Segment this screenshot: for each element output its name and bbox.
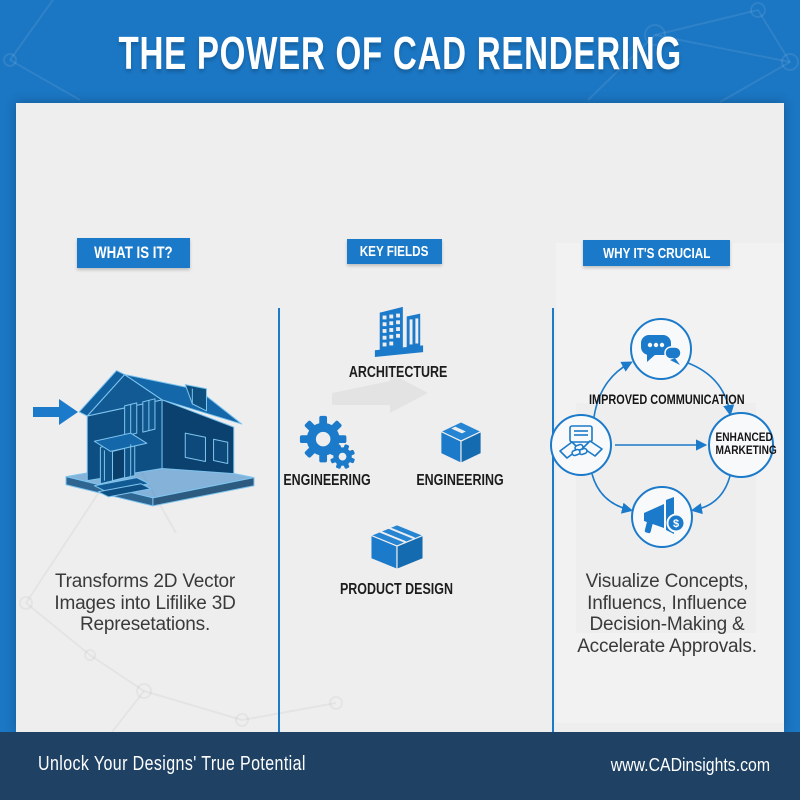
communication-node [630, 318, 692, 380]
engineering-label-2: ENGINEERING [416, 472, 504, 489]
footer-website: www.CADinsights.com [610, 755, 770, 775]
cycle-arrows [591, 361, 735, 515]
gears-icon [299, 415, 355, 469]
cube-icon [440, 421, 482, 464]
footer: Unlock Your Designs' True Potential www.… [0, 732, 800, 800]
megaphone-dollar-icon: $ [644, 497, 686, 534]
right-arrow-icon [33, 399, 78, 425]
handshake-document-icon [559, 425, 603, 459]
section-label-what-is-it: WHAT IS IT? [77, 238, 190, 268]
why-label-text: WHY IT'S CRUCIAL [602, 244, 711, 262]
engineering-label-1: ENGINEERING [283, 472, 371, 489]
building-icon [374, 306, 424, 357]
collaboration-node [550, 414, 612, 476]
enhanced-marketing-label: ENHANCED MARKETING [715, 432, 777, 457]
page-title-text: THE POWER OF CAD RENDERING [118, 27, 682, 79]
what-label-text: WHAT IS IT? [94, 243, 173, 262]
chat-bubbles-icon [641, 335, 682, 365]
section-label-why-crucial: WHY IT'S CRUCIAL [583, 240, 730, 266]
box-icon [370, 524, 424, 570]
fields-label-text: KEY FIELDS [360, 243, 429, 260]
product-design-label: PRODUCT DESIGN [339, 581, 453, 598]
what-description: Transforms 2D Vector Images into Lifilik… [54, 571, 236, 635]
improved-communication-label: IMPROVED COMMUNICATION [589, 391, 745, 407]
footer-tagline: Unlock Your Designs' True Potential [38, 753, 306, 775]
column-divider-1 [278, 308, 280, 755]
why-description: Visualize Concepts, Influencs, Influence… [577, 571, 757, 657]
section-label-key-fields: KEY FIELDS [347, 239, 442, 264]
page-title: THE POWER OF CAD RENDERING [0, 26, 800, 80]
promotion-node: $ [631, 486, 693, 548]
dollar-glyph: $ [673, 518, 679, 530]
blueprint-house-illustration [65, 370, 255, 507]
enhanced-marketing-node: ENHANCED MARKETING [708, 412, 777, 478]
column-divider-2 [552, 308, 554, 755]
architecture-label: ARCHITECTURE [348, 364, 448, 381]
